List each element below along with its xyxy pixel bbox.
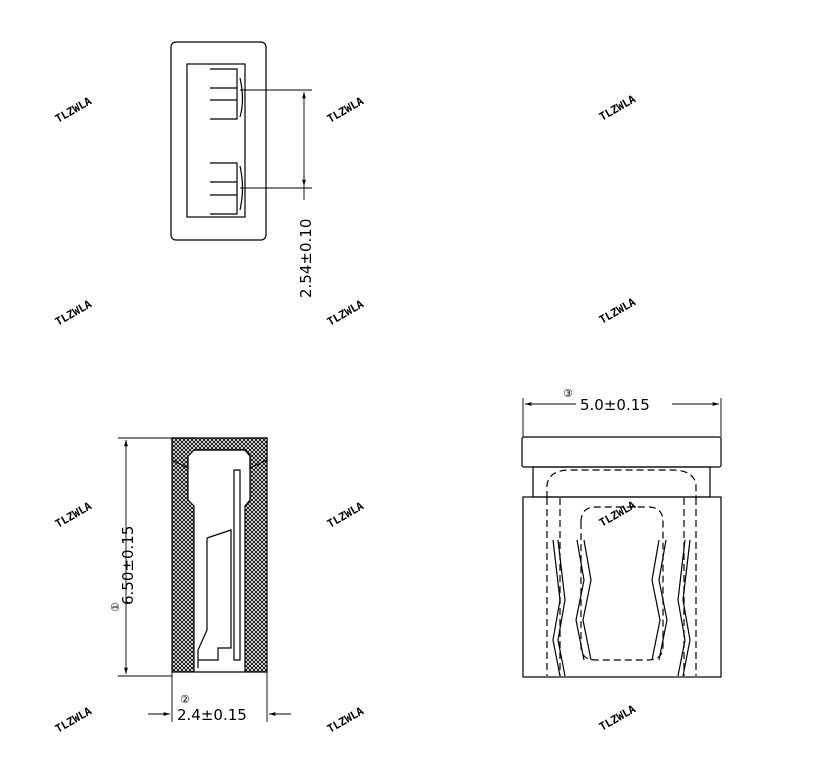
watermark-text: TLZWLA: [53, 94, 94, 125]
pitch-dimension-label: 2.54±0.10: [297, 219, 315, 298]
watermark-text: TLZWLA: [597, 498, 638, 529]
top-view-contact-upper: [210, 68, 244, 120]
section-left-wall: [171, 437, 195, 673]
watermark-group: TLZWLA TLZWLA TLZWLA TLZWLA TLZWLA TLZWL…: [53, 92, 638, 735]
height-dimension-label: 6.50±0.15: [119, 526, 137, 605]
thickness-dimension-label: 2.4±0.15: [177, 706, 247, 724]
width-label-backdrop: [576, 395, 672, 411]
watermark-text: TLZWLA: [597, 702, 638, 733]
thickness-ref-marker: ②: [180, 693, 190, 706]
front-view-top-cap: [521, 436, 722, 468]
height-ref-marker: ①: [109, 602, 122, 612]
watermark-text: TLZWLA: [53, 704, 94, 735]
watermark-text: TLZWLA: [53, 297, 94, 328]
top-view-contact-lower: [210, 162, 244, 215]
front-view: 5.0±0.15 ③: [521, 387, 722, 678]
width-dimension-label: 5.0±0.15: [580, 396, 650, 414]
top-view-outer-body: [170, 41, 267, 241]
front-view-spring-left: [552, 539, 566, 677]
watermark-text: TLZWLA: [597, 92, 638, 123]
watermark-text: TLZWLA: [325, 499, 366, 530]
section-right-wall: [244, 437, 268, 673]
front-view-body: [522, 496, 722, 678]
section-view: 6.50±0.15 ① 2.4±0.15 ②: [109, 437, 291, 724]
front-view-spring-inner-left: [575, 539, 592, 661]
front-view-spring-right: [677, 539, 691, 677]
watermark-text: TLZWLA: [325, 297, 366, 328]
section-top-bar: [171, 437, 268, 469]
watermark-text: TLZWLA: [53, 499, 94, 530]
watermark-text: TLZWLA: [325, 704, 366, 735]
front-view-hidden-contact-inner: [580, 506, 664, 661]
top-view-inner-cavity: [186, 63, 246, 218]
section-contact-spring: [197, 469, 241, 668]
front-view-hidden-contact-outer: [546, 469, 697, 676]
watermark-text: TLZWLA: [597, 295, 638, 326]
front-view-spring-inner-right: [651, 539, 668, 661]
top-view: 2.54±0.10: [170, 41, 315, 298]
front-view-hidden-contact-frame: [559, 498, 685, 676]
width-ref-marker: ③: [563, 387, 573, 400]
watermark-text: TLZWLA: [325, 94, 366, 125]
section-inner-cavity: [194, 449, 245, 673]
